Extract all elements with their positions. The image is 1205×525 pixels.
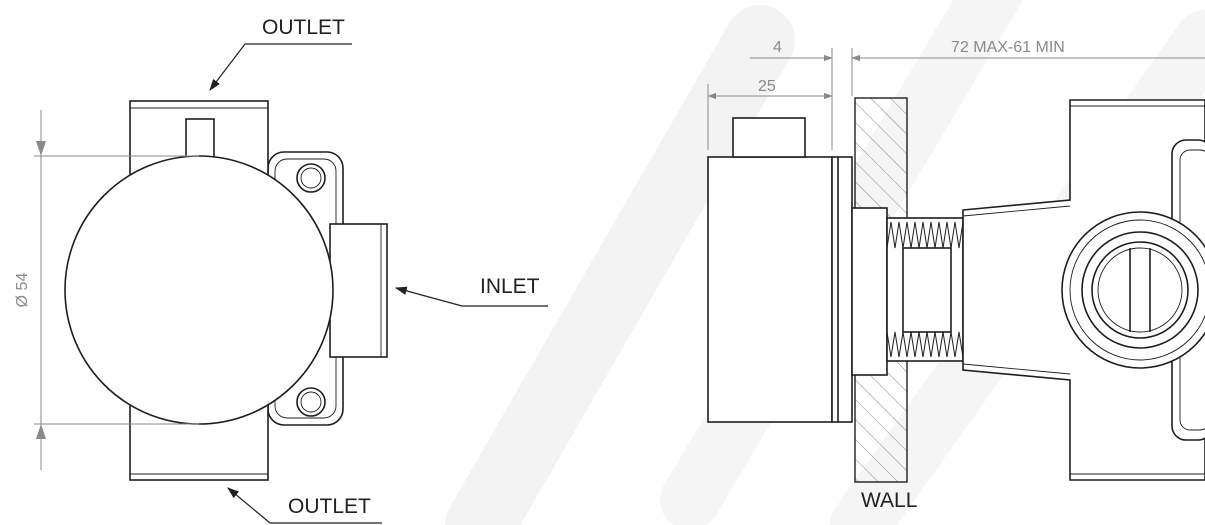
handle bbox=[707, 156, 833, 423]
outlet-stub bbox=[185, 118, 215, 160]
inlet-boss bbox=[329, 223, 388, 358]
dimension-depth-label: 72 MAX-61 MIN bbox=[951, 39, 1065, 56]
threaded-spindle bbox=[886, 217, 968, 362]
handle-cap bbox=[732, 117, 806, 158]
cover-plate bbox=[831, 156, 853, 423]
dimension-4-label: 4 bbox=[773, 39, 782, 56]
mounting-hole-top bbox=[296, 163, 326, 193]
inlet-label: INLET bbox=[480, 275, 540, 298]
outlet-bottom-label: OUTLET bbox=[288, 495, 371, 518]
wall-label: WALL bbox=[861, 489, 917, 512]
dimension-25-label: 25 bbox=[758, 78, 776, 95]
outlet-top-label: OUTLET bbox=[262, 16, 345, 39]
mounting-hole-bottom bbox=[296, 387, 326, 417]
diameter-dimension-label: Ø 54 bbox=[14, 273, 31, 308]
side-view: 4 72 MAX-61 MIN 25 WALL bbox=[707, 39, 1205, 512]
collar bbox=[851, 207, 888, 376]
side-valve-body bbox=[962, 99, 1205, 481]
trim-plate bbox=[64, 155, 334, 425]
front-view: Ø 54 OUTLET INLET OUTLET bbox=[14, 16, 548, 524]
